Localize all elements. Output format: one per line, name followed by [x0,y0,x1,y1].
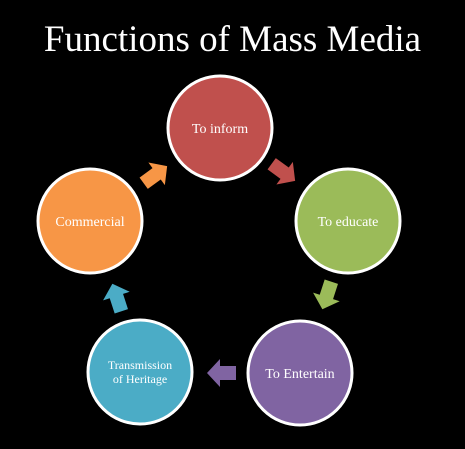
node-label-educate: To educate [318,215,379,230]
slide-title: Functions of Mass Media [43,19,422,60]
node-entertain: To Entertain [246,319,354,427]
node-label-heritage-line-2: of Heritage [113,372,167,386]
node-circle-educate [294,167,402,275]
node-commercial: Commercial [36,167,144,275]
node-circle-heritage [86,318,194,426]
connector-arrow-heritage-to-commercial [103,283,130,314]
node-circle-commercial [36,167,144,275]
node-circle-inform [166,74,274,182]
node-label-heritage-line-1: Transmission [108,358,172,372]
node-label-entertain: To Entertain [265,367,334,382]
connector-arrow-educate-to-entertain [313,279,340,310]
node-label-inform: To inform [192,122,248,137]
node-inform: To inform [166,74,274,182]
node-educate: To educate [294,167,402,275]
node-group: To inform To educate To Entertain Transmiss… [36,74,402,427]
connector-group [103,158,340,387]
connector-arrow-inform-to-educate [267,158,296,185]
node-label-commercial: Commercial [55,215,124,230]
connector-arrow-commercial-to-inform [139,162,168,189]
connector-arrow-entertain-to-heritage [207,359,236,387]
node-circle-entertain [246,319,354,427]
